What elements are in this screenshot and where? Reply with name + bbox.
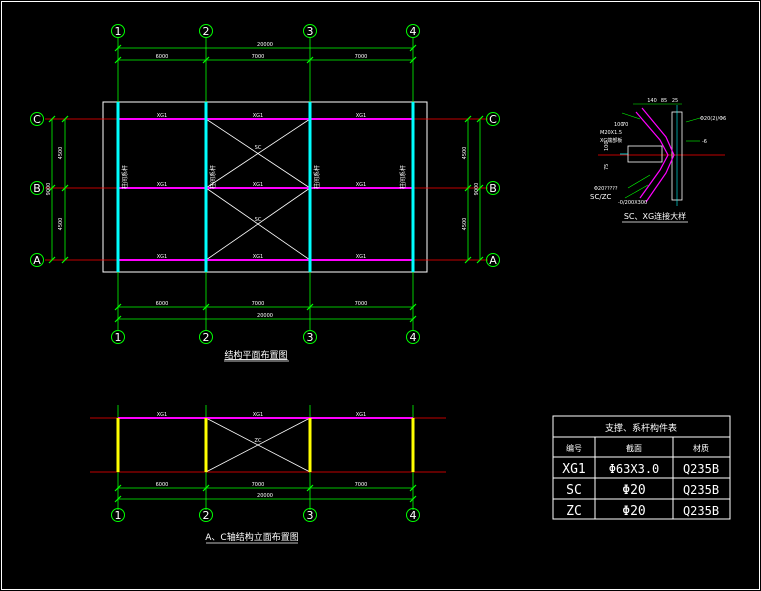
table-cell-r1-id: XG1: [562, 462, 585, 477]
table-cell-r1-section: Φ63X3.0: [609, 462, 660, 476]
elevation-dim-total: 20000: [257, 493, 273, 499]
plan-dim-top-2: 7000: [252, 54, 265, 60]
plan-dim-top-3: 7000: [355, 54, 368, 60]
elevation-view: XG1 XG1 XG1 ZC 6000 7000 7000 20000 1 2 …: [90, 405, 446, 544]
axis-label-3-bottom: 3: [307, 331, 314, 344]
detail-label-plate: -6: [702, 139, 707, 145]
column-label-4: 柱间系杆: [399, 165, 407, 189]
plan-dim-left-2: 4500: [58, 218, 64, 231]
beam-label-b-2: XG1: [253, 182, 263, 188]
axis-bubbles-bottom: 1 2 3 4: [111, 330, 420, 344]
axis-bubbles-left: C B A: [30, 112, 44, 267]
axis-label-1-top: 1: [115, 25, 122, 38]
elevation-beam-label-3: XG1: [356, 412, 366, 418]
plan-dim-left-total: 9000: [46, 183, 52, 196]
table-cell-r3-id: ZC: [566, 504, 582, 519]
detail-label-rod: Φ20?????: [594, 186, 618, 192]
beam-label-a-3: XG1: [356, 254, 366, 260]
axis-label-b-right: B: [489, 182, 497, 195]
beam-label-a-1: XG1: [157, 254, 167, 260]
plan-dim-total-top: 20000: [257, 42, 273, 48]
plan-dim-total-bottom: 20000: [257, 313, 273, 319]
elevation-title: A、C轴结构立面布置图: [205, 531, 298, 543]
table-cell-r1-material: Q235B: [683, 462, 719, 476]
detail-label-xg-end: XG端部板: [600, 137, 622, 144]
elevation-axis-3: 3: [307, 509, 314, 522]
table-cell-r2-id: SC: [566, 483, 582, 498]
axis-label-c-right: C: [489, 113, 497, 126]
axis-label-4-bottom: 4: [410, 331, 417, 344]
axis-label-1-bottom: 1: [115, 331, 122, 344]
elevation-axis-bubbles: 1 2 3 4: [111, 508, 420, 522]
axis-bubbles-right: C B A: [486, 112, 500, 267]
elevation-axis-1: 1: [115, 509, 122, 522]
table-cell-r3-material: Q235B: [683, 504, 719, 518]
elevation-axis-4: 4: [410, 509, 417, 522]
table-header-material: 材质: [693, 443, 709, 453]
detail-label-75: 75: [604, 164, 610, 170]
axis-label-2-top: 2: [203, 25, 210, 38]
detail-label-100b: 100: [604, 141, 610, 151]
axis-label-3-top: 3: [307, 25, 314, 38]
brace-label-1: SC: [255, 145, 262, 151]
column-label-2: 柱间系杆: [209, 165, 217, 189]
detail-label-sczc: SC/ZC: [590, 193, 611, 201]
plan-dim-bottom-2: 7000: [252, 301, 265, 307]
detail-dim-140: 140: [647, 98, 657, 104]
axis-label-4-top: 4: [410, 25, 417, 38]
beam-label-c-2: XG1: [253, 113, 263, 119]
table-cell-r2-material: Q235B: [683, 483, 719, 497]
elevation-beam-label-2: XG1: [253, 412, 263, 418]
brace-label-2: SC: [255, 217, 262, 223]
roof-bracing: [205, 118, 311, 261]
plan-dim-right-2: 4500: [462, 218, 468, 231]
elevation-dim-1: 6000: [156, 482, 169, 488]
detail-label-100a: 100: [614, 122, 624, 128]
beam-label-a-2: XG1: [253, 254, 263, 260]
beam-label-b-3: XG1: [356, 182, 366, 188]
table-title: 支撑、系杆构件表: [605, 422, 677, 434]
table-cell-r2-section: Φ20: [622, 483, 645, 498]
member-table: 支撑、系杆构件表 编号 截面 材质 XG1 Φ63X3.0 Q235B SC Φ…: [552, 415, 731, 520]
elevation-axis-2: 2: [203, 509, 210, 522]
plan-dim-right-total: 9000: [474, 183, 480, 196]
column-label-1: 柱间系杆: [121, 165, 129, 189]
connection-detail: 140 85 25 Φ20(2)/Φ6 -6 -0/200X300 Φ20???…: [590, 98, 726, 223]
beam-label-c-1: XG1: [157, 113, 167, 119]
table-cell-r3-section: Φ20: [622, 504, 645, 519]
detail-label-bolt: Φ20(2)/Φ6: [700, 116, 726, 122]
beam-label-b-1: XG1: [157, 182, 167, 188]
plan-dim-bottom-3: 7000: [355, 301, 368, 307]
axis-label-2-bottom: 2: [203, 331, 210, 344]
axis-label-a-right: A: [489, 254, 497, 267]
detail-label-70: 70: [622, 122, 628, 128]
elevation-beam-label-1: XG1: [157, 412, 167, 418]
plan-title: 结构平面布置图: [224, 349, 287, 361]
axis-bubbles-top: 1 2 3 4: [111, 24, 420, 38]
elevation-dim-2: 7000: [252, 482, 265, 488]
detail-dim-85: 85: [661, 98, 667, 104]
structure-plan: 1 2 3 4 1 2 3 4 C B A: [30, 24, 500, 362]
table-header-section: 截面: [626, 443, 642, 453]
detail-label-thread: M20X1.5: [600, 130, 622, 136]
plan-dim-left-1: 4500: [58, 147, 64, 160]
plan-dim-bottom-1: 6000: [156, 301, 169, 307]
axis-label-c-left: C: [33, 113, 41, 126]
elevation-dim-3: 7000: [355, 482, 368, 488]
plan-dim-right-1: 4500: [462, 147, 468, 160]
detail-title: SC、XG连接大样: [624, 211, 686, 221]
axis-label-b-left: B: [33, 182, 41, 195]
axis-label-a-left: A: [33, 254, 41, 267]
detail-label-gusset: -0/200X300: [618, 200, 647, 206]
elevation-brace-label: ZC: [255, 438, 262, 444]
detail-dim-25: 25: [672, 98, 678, 104]
table-header-id: 编号: [566, 443, 582, 453]
beam-label-c-3: XG1: [356, 113, 366, 119]
plan-dim-top-1: 6000: [156, 54, 169, 60]
column-label-3: 柱间系杆: [313, 165, 321, 189]
plan-outline: [102, 101, 428, 273]
